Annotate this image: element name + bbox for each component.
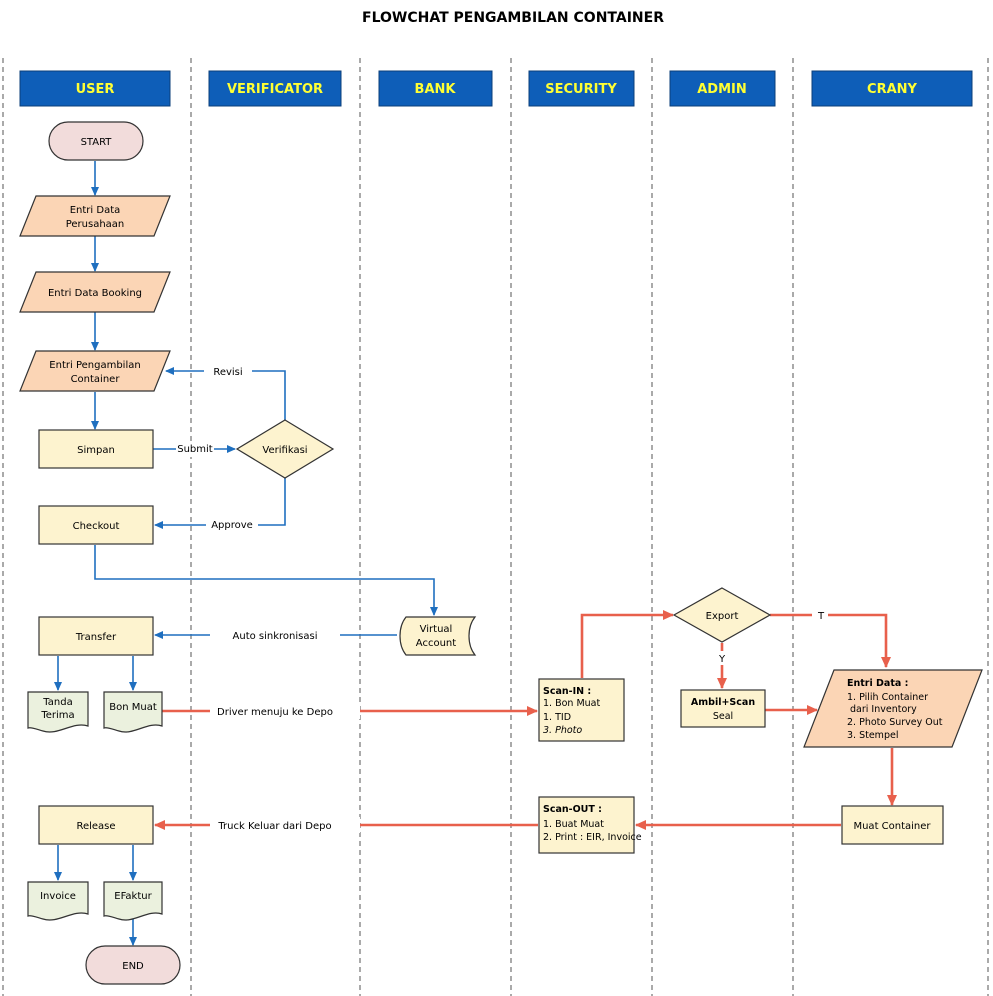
scan-in-node: Scan-IN : 1. Bon Muat 1. TID 3. Photo (538, 678, 625, 742)
svg-text:2. Photo Survey Out: 2. Photo Survey Out (847, 717, 943, 728)
release-node: Release (38, 805, 154, 845)
transfer-node: Transfer (38, 616, 154, 656)
svg-text:Terima: Terima (40, 710, 74, 721)
svg-text:START: START (81, 137, 113, 148)
lane-header-verificator-label: VERIFICATOR (227, 82, 323, 97)
svg-text:3. Stempel: 3. Stempel (847, 730, 898, 741)
ambil-scan-seal-node: Ambil+Scan Seal (680, 689, 766, 728)
muat-container-node: Muat Container (841, 805, 944, 845)
svg-text:T: T (817, 611, 825, 622)
svg-text:Virtual: Virtual (420, 624, 453, 635)
svg-text:Truck Keluar dari Depo: Truck Keluar dari Depo (217, 821, 331, 832)
entri-data-perusahaan-node: Entri Data Perusahaan (19, 195, 171, 237)
svg-text:Export: Export (706, 611, 739, 622)
start-terminal: START (48, 121, 144, 161)
svg-text:Simpan: Simpan (77, 445, 115, 456)
svg-text:Verifikasi: Verifikasi (262, 445, 307, 456)
svg-text:Muat Container: Muat Container (853, 821, 931, 832)
svg-text:Entri Data Booking: Entri Data Booking (48, 288, 142, 299)
svg-text:1. TID: 1. TID (543, 712, 571, 723)
svg-text:Scan-IN :: Scan-IN : (543, 686, 591, 697)
svg-text:Y: Y (718, 654, 726, 665)
svg-text:2. Print : EIR, Invoice: 2. Print : EIR, Invoice (543, 832, 642, 843)
svg-text:Release: Release (76, 821, 115, 832)
svg-text:Ambil+Scan: Ambil+Scan (691, 697, 755, 708)
export-decision: Export (672, 587, 772, 643)
edge-label-export-t: T (812, 607, 828, 623)
svg-text:Entri Data :: Entri Data : (847, 678, 908, 689)
svg-text:3. Photo: 3. Photo (543, 725, 582, 736)
lane-header-admin-label: ADMIN (697, 82, 747, 97)
efaktur-document: EFaktur (103, 881, 163, 921)
svg-text:Checkout: Checkout (73, 521, 120, 532)
svg-text:1. Bon Muat: 1. Bon Muat (543, 698, 600, 709)
entri-data-crany-node: Entri Data : 1. Pilih Container dari Inv… (803, 669, 983, 748)
svg-text:1. Pilih Container: 1. Pilih Container (847, 692, 928, 703)
simpan-node: Simpan (38, 429, 154, 469)
svg-text:Approve: Approve (211, 520, 253, 531)
lane-header-admin: ADMIN (669, 70, 776, 107)
edge-label-approve: Approve (206, 517, 258, 533)
edge-label-driver: Driver menuju ke Depo (210, 703, 360, 719)
invoice-document: Invoice (27, 881, 89, 921)
diagram-title: FLOWCHAT PENGAMBILAN CONTAINER (362, 10, 664, 26)
svg-text:Scan-OUT :: Scan-OUT : (543, 804, 602, 815)
svg-text:Entri Data: Entri Data (70, 205, 121, 216)
svg-text:Account: Account (416, 638, 456, 649)
svg-text:Seal: Seal (713, 711, 733, 722)
scan-out-node: Scan-OUT : 1. Buat Muat 2. Print : EIR, … (538, 796, 642, 854)
svg-text:END: END (122, 961, 144, 972)
svg-text:Auto sinkronisasi: Auto sinkronisasi (233, 631, 318, 642)
svg-text:Entri Pengambilan: Entri Pengambilan (49, 360, 140, 371)
svg-text:Submit: Submit (177, 444, 213, 455)
svg-text:EFaktur: EFaktur (114, 891, 152, 902)
svg-text:Transfer: Transfer (75, 632, 117, 643)
edge-label-truck-out: Truck Keluar dari Depo (210, 817, 360, 833)
checkout-node: Checkout (38, 505, 154, 545)
entri-data-booking-node: Entri Data Booking (19, 271, 171, 313)
lane-header-security-label: SECURITY (545, 82, 617, 97)
lane-header-bank-label: BANK (415, 82, 457, 97)
edge-label-auto-sync: Auto sinkronisasi (210, 627, 340, 643)
svg-text:Invoice: Invoice (40, 891, 76, 902)
svg-text:Driver menuju ke Depo: Driver menuju ke Depo (217, 707, 333, 718)
edge-label-export-y: Y (714, 651, 730, 665)
edge-label-revisi: Revisi (204, 363, 252, 379)
lane-separators (2, 58, 989, 996)
lane-header-verificator: VERIFICATOR (208, 70, 342, 107)
svg-text:Container: Container (71, 374, 121, 385)
entri-pengambilan-container-node: Entri Pengambilan Container (19, 350, 171, 392)
lane-header-user: USER (19, 70, 171, 107)
lane-header-bank: BANK (378, 70, 493, 107)
lane-header-crany: CRANY (811, 70, 973, 107)
svg-text:1. Buat Muat: 1. Buat Muat (543, 819, 604, 830)
edge-label-submit: Submit (176, 441, 214, 457)
lane-header-security: SECURITY (528, 70, 635, 107)
verifikasi-decision: Verifikasi (235, 419, 335, 479)
end-terminal: END (85, 945, 181, 985)
svg-text:Perusahaan: Perusahaan (66, 219, 125, 230)
svg-text:dari Inventory: dari Inventory (850, 704, 917, 715)
tanda-terima-document: Tanda Terima (27, 691, 89, 733)
red-connectors (154, 610, 897, 830)
lane-header-user-label: USER (76, 82, 115, 97)
svg-text:Revisi: Revisi (213, 367, 242, 378)
lane-header-crany-label: CRANY (867, 82, 917, 97)
bon-muat-document: Bon Muat (103, 691, 163, 733)
svg-text:Tanda: Tanda (42, 697, 72, 708)
virtual-account-storage: Virtual Account (399, 616, 477, 656)
svg-text:Bon Muat: Bon Muat (109, 702, 157, 713)
